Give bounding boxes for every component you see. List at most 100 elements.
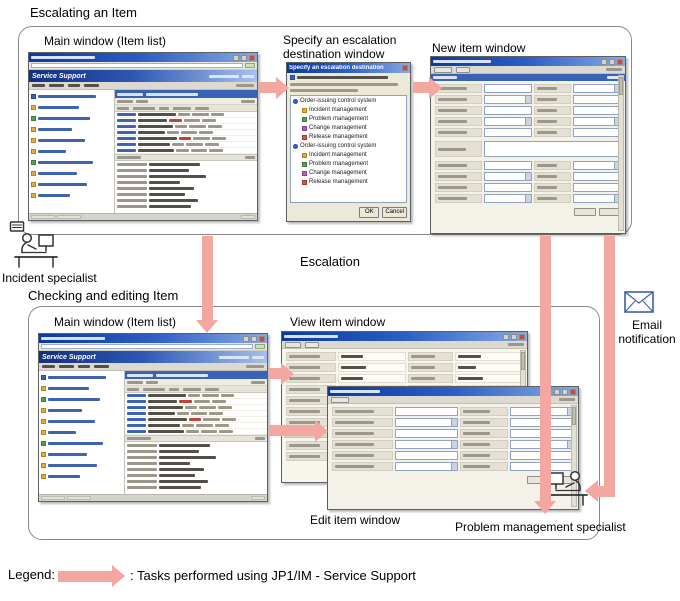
workboard-item[interactable]: Problem management	[291, 160, 406, 169]
dialog-description	[287, 73, 410, 94]
workboard-item[interactable]: Release management	[291, 178, 406, 187]
minimize-button[interactable]	[243, 335, 249, 342]
dialog-close-button[interactable]	[402, 65, 408, 71]
maximize-button[interactable]	[511, 333, 517, 340]
decor-row	[29, 179, 114, 190]
item-table[interactable]	[115, 112, 257, 154]
action-button[interactable]	[305, 341, 319, 348]
status-bar	[39, 494, 267, 501]
minimize-button[interactable]	[554, 388, 560, 395]
workboard-list[interactable]: Order-issuing control system Incident ma…	[290, 95, 407, 203]
minimize-button[interactable]	[233, 54, 239, 61]
arrow-dialog-to-newitem	[413, 82, 429, 93]
item-table[interactable]	[125, 393, 267, 435]
decor-row	[29, 146, 114, 157]
detail-header	[115, 154, 257, 161]
decor-row	[125, 405, 267, 411]
close-button[interactable]	[617, 58, 623, 65]
workboard-icon	[290, 75, 295, 80]
arrow-main-to-view-head	[281, 363, 294, 385]
workboard-item[interactable]: Release management	[291, 133, 406, 142]
close-button[interactable]	[259, 335, 265, 342]
address-input[interactable]	[41, 344, 253, 349]
decor-row	[433, 140, 623, 158]
workboard-item[interactable]: Change management	[291, 169, 406, 178]
go-button[interactable]	[255, 344, 265, 349]
scrollbar[interactable]	[571, 405, 577, 507]
status-bar	[29, 213, 257, 220]
main-window-label-bottom: Main window (Item list)	[54, 315, 177, 329]
workboard-tree[interactable]	[39, 371, 125, 494]
close-button[interactable]	[519, 333, 525, 340]
arrow-dialog-to-newitem-head	[429, 77, 442, 99]
titlebar	[29, 53, 257, 62]
decor-row	[39, 471, 124, 482]
minimize-button[interactable]	[503, 333, 509, 340]
flow-line-email-bend	[598, 486, 615, 497]
workboard-tree[interactable]	[29, 90, 115, 213]
flow-line-newitem-head	[534, 501, 556, 514]
workboard-item[interactable]: Change management	[291, 124, 406, 133]
incident-icon	[302, 108, 307, 113]
maximize-button[interactable]	[609, 58, 615, 65]
legend-arrow-head	[112, 565, 125, 587]
decor-row	[125, 417, 267, 423]
action-button[interactable]	[456, 66, 470, 73]
register-button[interactable]	[331, 396, 349, 403]
flow-line-email-down	[604, 236, 615, 486]
main-window-thumbnail-top: Service Support	[28, 52, 258, 221]
workboard-item[interactable]: Order-issuing control system	[291, 97, 406, 106]
new-item-window-thumbnail	[430, 56, 626, 234]
arrow-main-to-dialog	[259, 82, 276, 93]
dialog-buttons: OK Cancel	[287, 204, 410, 221]
address-input[interactable]	[31, 63, 243, 68]
workboard-item[interactable]: Problem management	[291, 115, 406, 124]
workboard-item[interactable]: Incident management	[291, 151, 406, 160]
maximize-button[interactable]	[562, 388, 568, 395]
release-icon	[302, 180, 307, 185]
flow-line-newitem-down	[540, 236, 551, 501]
edit-button[interactable]	[285, 341, 301, 348]
app-title: Service Support	[42, 353, 96, 361]
maximize-button[interactable]	[241, 54, 247, 61]
decor-row	[115, 112, 257, 118]
close-button[interactable]	[570, 388, 576, 395]
system-icon	[293, 99, 298, 104]
flow-line-email-head	[585, 480, 598, 502]
cancel-button[interactable]: Cancel	[382, 207, 407, 218]
decor-row	[284, 362, 525, 373]
change-icon	[302, 171, 307, 176]
workboard-item[interactable]: Order-issuing control system	[291, 142, 406, 151]
decor-row	[29, 91, 114, 102]
problem-icon	[302, 162, 307, 167]
go-button[interactable]	[245, 63, 255, 68]
problem-icon	[302, 117, 307, 122]
table-header	[115, 105, 257, 112]
scrollbar[interactable]	[618, 75, 624, 231]
decor-row	[433, 171, 623, 182]
ok-button[interactable]: OK	[359, 207, 380, 218]
decor-row	[433, 182, 623, 193]
decor-row	[125, 478, 267, 484]
item-detail	[115, 161, 257, 209]
decor-row	[433, 94, 623, 105]
decor-row	[115, 130, 257, 136]
decor-row	[125, 460, 267, 466]
decor-row	[125, 393, 267, 399]
decor-row	[115, 203, 257, 209]
decor-row	[29, 102, 114, 113]
decor-row	[115, 167, 257, 173]
email-icon	[624, 291, 654, 316]
workboard-item[interactable]: Incident management	[291, 106, 406, 115]
register-button[interactable]	[434, 66, 452, 73]
titlebar	[431, 57, 625, 66]
titlebar	[328, 387, 578, 396]
maximize-button[interactable]	[251, 335, 257, 342]
close-button[interactable]	[249, 54, 255, 61]
menu-bar	[39, 363, 267, 371]
decor-row	[125, 442, 267, 448]
minimize-button[interactable]	[601, 58, 607, 65]
decor-row	[125, 466, 267, 472]
clear-button[interactable]	[574, 207, 596, 216]
escalation-dialog-thumbnail: Specify an escalation destination Order-…	[286, 62, 411, 222]
